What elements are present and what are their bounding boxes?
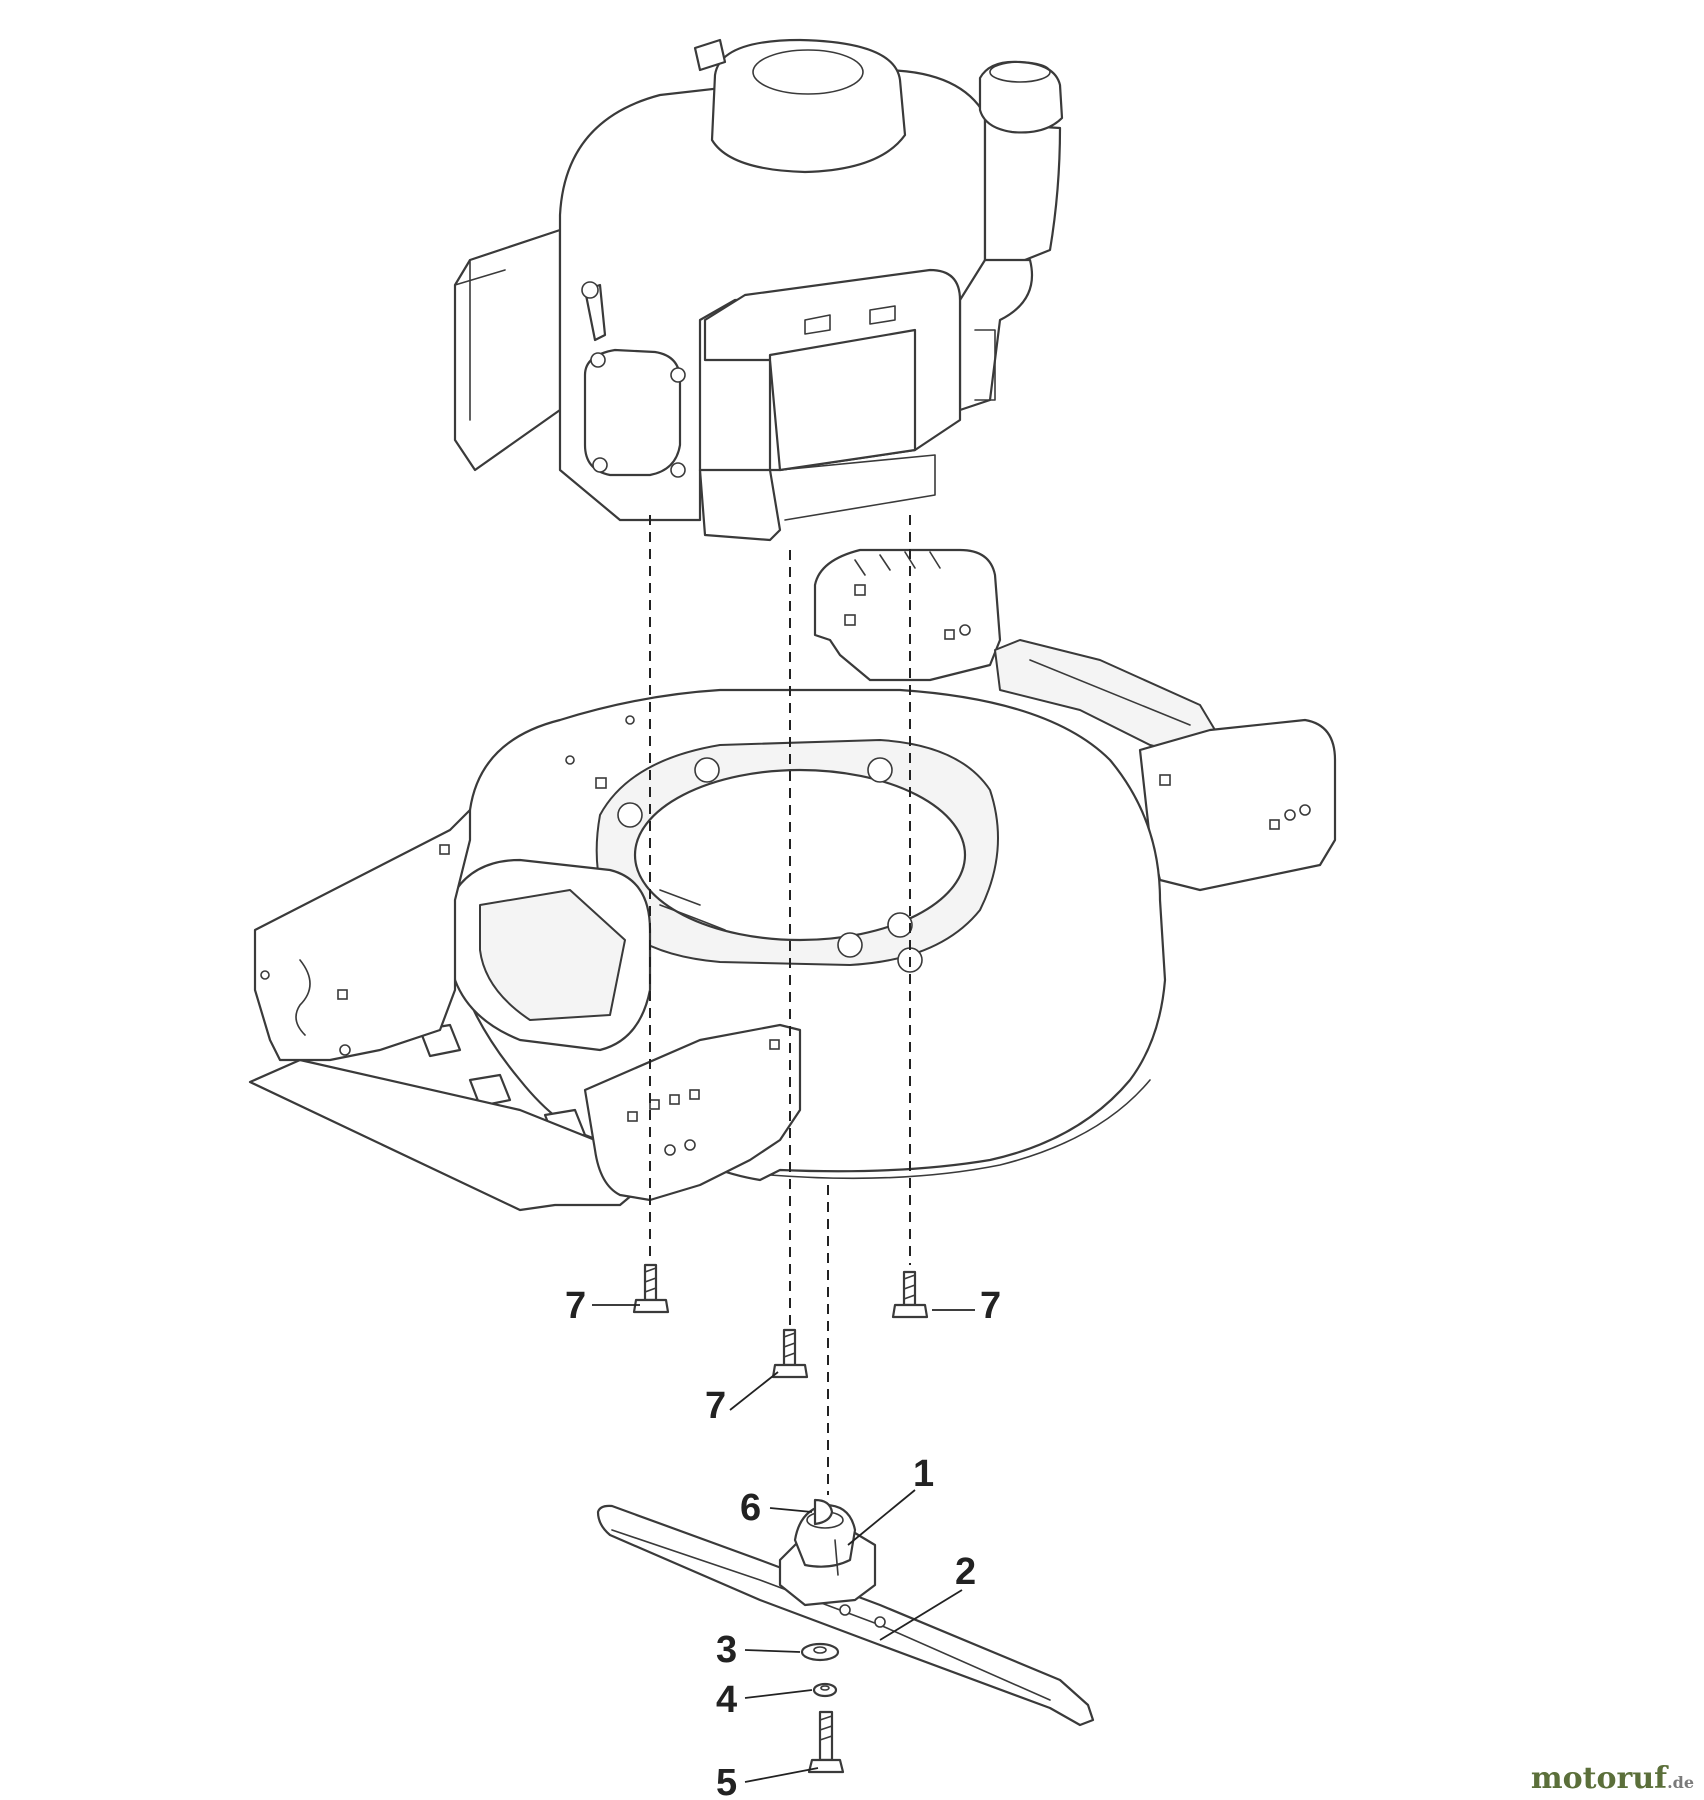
watermark-tld: .de (1667, 1773, 1694, 1792)
mower-deck-illustration (248, 548, 1337, 1212)
assembly-guide-lines (649, 515, 911, 1495)
callout-7-center: 7 (705, 1385, 726, 1427)
callout-2: 2 (955, 1551, 976, 1593)
callout-7-left: 7 (565, 1285, 586, 1327)
callout-4: 4 (716, 1679, 737, 1721)
callout-3: 3 (716, 1629, 737, 1671)
watermark-logo: motoruf.de (1531, 1764, 1694, 1794)
bolt-7-center (771, 1328, 809, 1379)
callout-7-right: 7 (980, 1285, 1001, 1327)
leader-lines (592, 1304, 975, 1783)
bolt-7-left (632, 1263, 670, 1314)
watermark-text: motoruf (1530, 1761, 1668, 1796)
callout-1: 1 (913, 1453, 934, 1495)
callout-5: 5 (716, 1762, 737, 1800)
callout-6: 6 (740, 1487, 761, 1529)
engine-illustration (453, 38, 1064, 542)
blade-assembly-illustration (596, 1498, 1095, 1774)
bolt-7-right (891, 1270, 929, 1319)
